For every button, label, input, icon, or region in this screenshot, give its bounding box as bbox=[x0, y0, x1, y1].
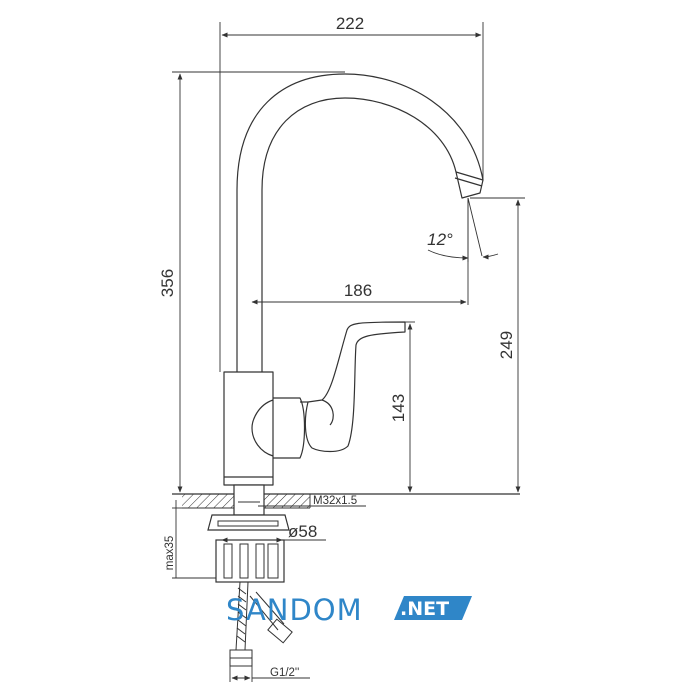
faucet-outline bbox=[223, 73, 484, 486]
mounting-washer bbox=[207, 514, 290, 531]
dim-lever-height: 143 bbox=[389, 394, 408, 422]
sandom-watermark-logo: SANDOM .NET bbox=[226, 593, 472, 627]
dim-spout-height: 249 bbox=[497, 331, 516, 359]
countertop bbox=[172, 484, 520, 667]
logo-brand-text: SANDOM bbox=[226, 593, 363, 627]
dim-spout-angle: 12° bbox=[427, 230, 453, 249]
spout-inner-edge bbox=[261, 97, 457, 372]
logo-net-badge bbox=[394, 596, 472, 620]
aerator bbox=[455, 171, 484, 199]
cartridge-boss bbox=[251, 399, 274, 457]
lever-handle bbox=[304, 321, 406, 453]
dim-max-counter-thickness: max35 bbox=[164, 536, 176, 571]
dim-overall-width: 222 bbox=[336, 14, 364, 33]
dim-hose-connection: G1/2'' bbox=[270, 667, 299, 679]
logo-suffix-text: .NET bbox=[400, 598, 449, 620]
faucet-body bbox=[223, 371, 274, 486]
flexible-hose bbox=[229, 581, 293, 667]
dim-nut-diameter: ø58 bbox=[288, 522, 317, 541]
mounting-nut bbox=[215, 539, 285, 583]
dim-overall-height: 356 bbox=[158, 269, 177, 297]
dim-spout-reach: 186 bbox=[344, 281, 372, 300]
spout-outer-edge bbox=[236, 73, 484, 372]
dim-mount-thread: M32x1.5 bbox=[313, 495, 357, 507]
dimension-lines bbox=[172, 22, 525, 682]
